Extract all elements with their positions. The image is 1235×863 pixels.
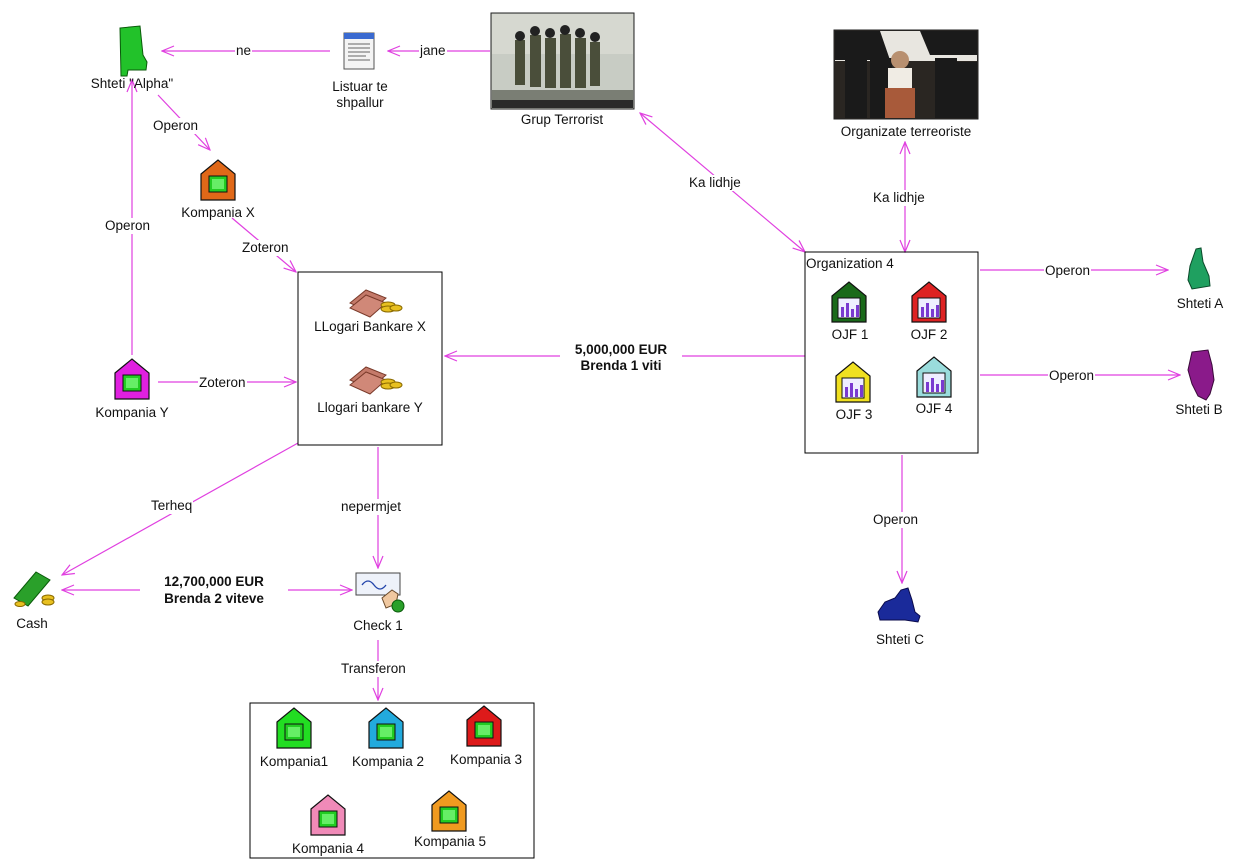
edge-label-amount1-line2: Brenda 1 viti <box>560 357 682 374</box>
document-icon <box>343 32 375 70</box>
node-label-kompania-x[interactable]: Kompania X <box>181 205 255 220</box>
photo-organizate-terroriste <box>833 29 979 120</box>
edge-label-operon-alpha-kx: Operon <box>152 118 200 134</box>
edge-label-ka-lidhje-org: Ka lidhje <box>872 190 926 206</box>
node-label-listuar-line1[interactable]: Listuar te <box>332 79 388 94</box>
edge-label-jane: jane <box>419 43 447 59</box>
edge-label-operon-c: Operon <box>872 512 920 528</box>
house-icon-kompania5 <box>431 790 467 832</box>
kompania-group-box <box>249 702 535 859</box>
edge-label-ka-lidhje-grup: Ka lidhje <box>688 175 742 191</box>
house-icon-kompania2 <box>368 707 404 749</box>
node-label-listuar-line2[interactable]: shpallur <box>336 95 384 110</box>
edge-label-zoteron-kx: Zoteron <box>241 240 290 256</box>
node-label-ojf4[interactable]: OJF 4 <box>915 401 953 416</box>
node-label-cash[interactable]: Cash <box>16 616 48 631</box>
cash-icon <box>13 571 55 607</box>
photo-grup-terrorist <box>490 12 635 110</box>
edge-label-operon-ky-alpha: Operon <box>104 218 152 234</box>
organization4-title[interactable]: Organization 4 <box>806 256 894 271</box>
node-label-ojf1[interactable]: OJF 1 <box>831 327 869 342</box>
node-label-kompania4[interactable]: Kompania 4 <box>291 841 365 856</box>
bank-account-icon-y <box>349 366 403 395</box>
node-label-ojf2[interactable]: OJF 2 <box>910 327 948 342</box>
organization4-box <box>804 251 979 454</box>
edge-label-amount1-line1: 5,000,000 EUR <box>560 341 682 358</box>
node-label-kompania1[interactable]: Kompania1 <box>259 754 329 769</box>
house-icon-kompania3 <box>466 705 502 747</box>
node-label-ojf3[interactable]: OJF 3 <box>835 407 873 422</box>
node-label-llogari-y[interactable]: Llogari bankare Y <box>317 400 423 415</box>
node-label-shteti-c[interactable]: Shteti C <box>875 632 925 647</box>
edge-label-operon-a: Operon <box>1044 263 1092 279</box>
edge-label-amount2-line2: Brenda 2 viteve <box>140 590 288 607</box>
edge-label-zoteron-ky: Zoteron <box>198 375 247 391</box>
bank-account-icon-x <box>349 289 403 318</box>
edge-label-amount2-line1: 12,700,000 EUR <box>140 573 288 590</box>
node-label-shteti-b[interactable]: Shteti B <box>1175 402 1223 417</box>
chart-house-icon-ojf4 <box>916 356 952 398</box>
edge-label-nepermjet: nepermjet <box>340 499 403 515</box>
house-icon-kompania-x <box>200 159 236 201</box>
state-map-icon-c <box>877 587 921 623</box>
node-label-kompania2[interactable]: Kompania 2 <box>351 754 425 769</box>
edge-label-operon-b: Operon <box>1048 368 1096 384</box>
bank-accounts-box <box>297 271 443 446</box>
state-map-icon-a <box>1187 247 1211 290</box>
node-label-shteti-a[interactable]: Shteti A <box>1176 296 1224 311</box>
node-label-shteti-alpha[interactable]: Shteti "Alpha" <box>90 76 174 91</box>
node-label-grup-terrorist[interactable]: Grup Terrorist <box>520 112 604 127</box>
chart-house-icon-ojf1 <box>831 281 867 323</box>
edge-label-transferon: Transferon <box>340 661 407 677</box>
node-label-llogari-x[interactable]: LLogari Bankare X <box>314 319 426 334</box>
node-label-organizate-terroriste[interactable]: Organizate terreoriste <box>840 124 972 139</box>
house-icon-kompania1 <box>276 707 312 749</box>
house-icon-kompania4 <box>310 794 346 836</box>
chart-house-icon-ojf3 <box>835 361 871 403</box>
node-label-kompania5[interactable]: Kompania 5 <box>413 834 487 849</box>
state-map-icon-alpha <box>119 25 148 77</box>
edge-label-terheq: Terheq <box>150 498 194 514</box>
edge-label-ne: ne <box>235 43 253 59</box>
node-label-check1[interactable]: Check 1 <box>353 618 403 633</box>
node-label-kompania3[interactable]: Kompania 3 <box>449 752 523 767</box>
node-label-kompania-y[interactable]: Kompania Y <box>95 405 169 420</box>
check-icon <box>355 572 405 613</box>
house-icon-kompania-y <box>114 358 150 400</box>
chart-house-icon-ojf2 <box>911 281 947 323</box>
state-map-icon-b <box>1187 349 1215 401</box>
